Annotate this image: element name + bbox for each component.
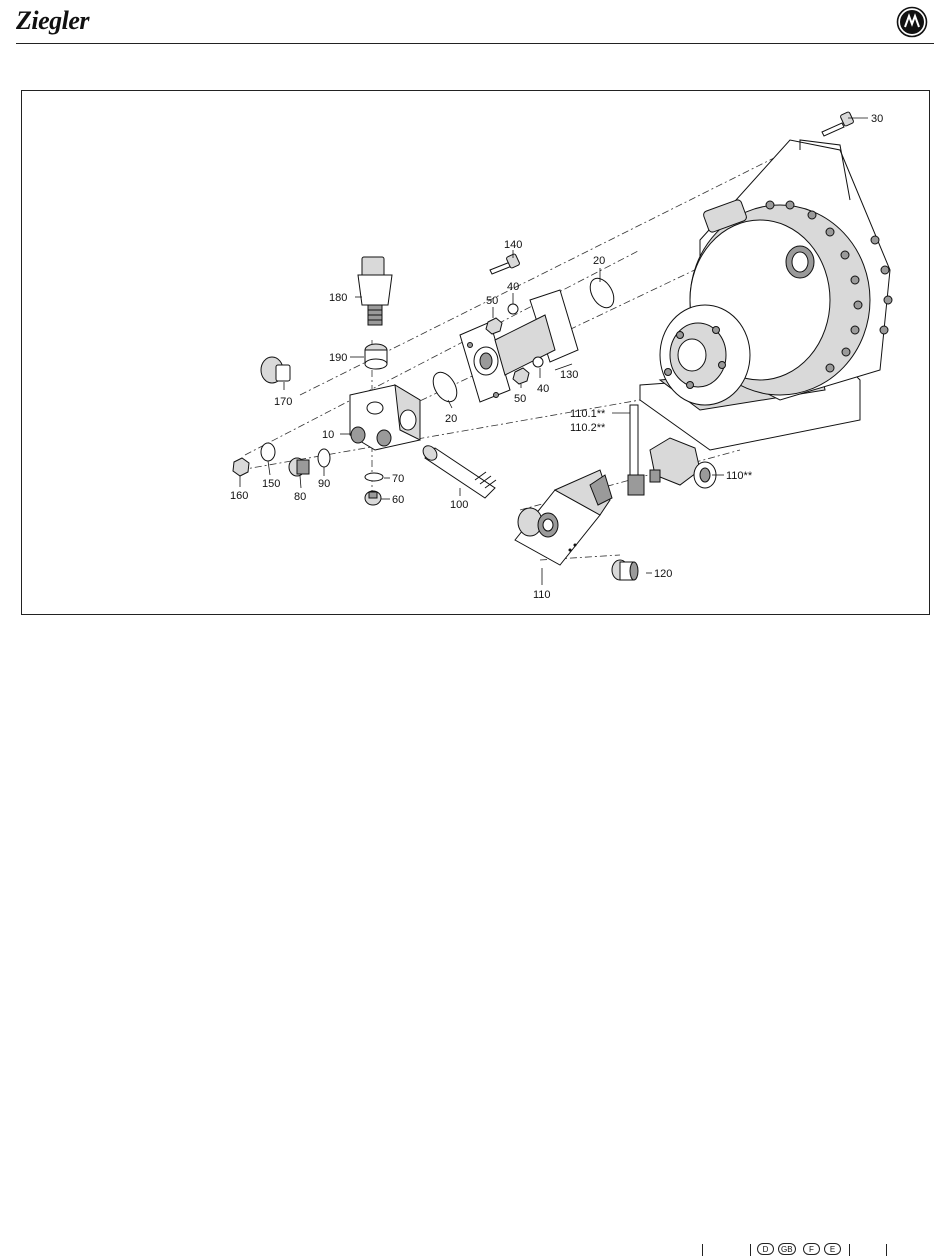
pump-housing (640, 140, 892, 450)
part-180-sensor (358, 257, 392, 325)
part-170-plug (261, 357, 290, 383)
part-80-nipple (289, 458, 309, 476)
language-badge-d: D (757, 1243, 774, 1255)
footer-separator (849, 1244, 850, 1256)
part-110-valve (515, 470, 612, 565)
part-150-washer (261, 443, 275, 461)
callout-160: 160 (230, 490, 248, 502)
callout-90: 90 (318, 478, 330, 490)
callout-50-lower: 50 (514, 393, 526, 405)
callout-30: 30 (871, 113, 883, 125)
callout-70: 70 (392, 473, 404, 485)
part-130-flange-pipe (460, 290, 578, 402)
part-60-plug (365, 491, 381, 505)
part-120-nipple (612, 560, 638, 580)
callout-150: 150 (262, 478, 280, 490)
callout-180: 180 (329, 292, 347, 304)
part-40-washer-lower (533, 357, 543, 367)
part-160-nut (233, 458, 249, 476)
callout-110-bottom: 110 (533, 589, 551, 601)
footer-separator (886, 1244, 887, 1256)
callout-50-upper: 50 (486, 295, 498, 307)
part-100-pipe (420, 443, 496, 498)
callout-40-lower: 40 (537, 383, 549, 395)
callout-80: 80 (294, 491, 306, 503)
part-20-o-ring-upper (585, 274, 618, 312)
language-badge-f: F (803, 1243, 820, 1255)
callout-60: 60 (392, 494, 404, 506)
callout-100: 100 (450, 499, 468, 511)
callout-10: 10 (322, 429, 334, 441)
part-50-nut-lower (513, 368, 529, 384)
callout-170: 170 (274, 396, 292, 408)
callout-120: 120 (654, 568, 672, 580)
part-50-nut-upper (486, 318, 502, 334)
part-20-o-ring-lower (428, 368, 461, 406)
footer-separator (750, 1244, 751, 1256)
part-190-nipple (365, 344, 387, 369)
callout-140: 140 (504, 239, 522, 251)
callout-40-upper: 40 (507, 281, 519, 293)
part-40-washer-upper (508, 304, 518, 314)
callout-20-upper: 20 (593, 255, 605, 267)
callout-20-lower: 20 (445, 413, 457, 425)
callout-190: 190 (329, 352, 347, 364)
part-90-seal (318, 449, 330, 467)
callout-130: 130 (560, 369, 578, 381)
page-footer: D GB F E (0, 618, 950, 648)
part-70-seal (365, 473, 383, 481)
footer-separator (702, 1244, 703, 1256)
callout-110-2: 110.2** (570, 422, 606, 434)
language-badge-gb: GB (778, 1243, 796, 1255)
part-10-valve-block (350, 385, 420, 450)
part-140-bolt (490, 253, 520, 274)
callout-110-1: 110.1** (570, 408, 606, 420)
callout-110-right: 110** (726, 470, 753, 482)
part-30-bolt (822, 111, 854, 136)
exploded-parts-diagram: .ln { fill: none; stroke: #111; stroke-w… (0, 0, 950, 660)
language-badge-e: E (824, 1243, 841, 1255)
